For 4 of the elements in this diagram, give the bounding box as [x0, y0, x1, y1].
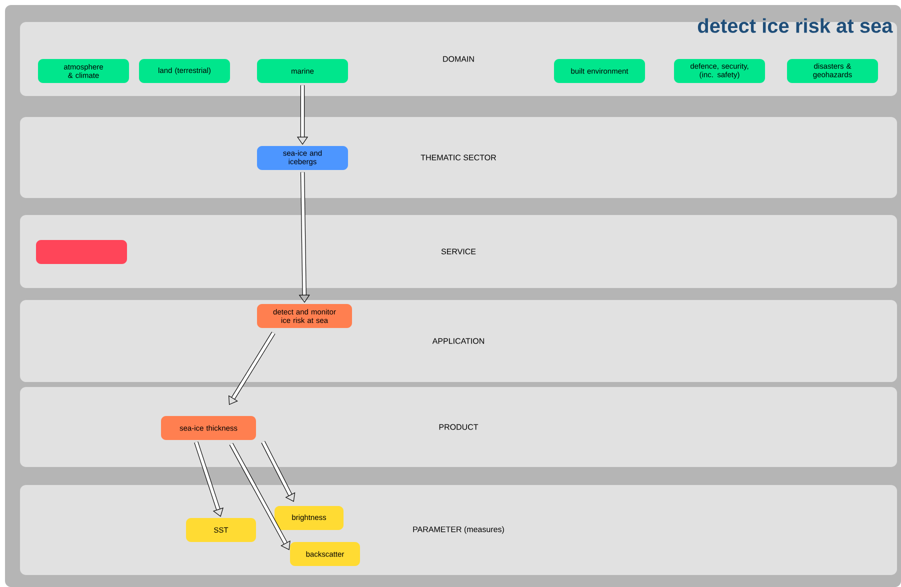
band-panel: SERVICE — [20, 215, 897, 288]
arrow — [194, 441, 224, 517]
empty-box — [36, 240, 127, 264]
arrow — [261, 441, 296, 502]
